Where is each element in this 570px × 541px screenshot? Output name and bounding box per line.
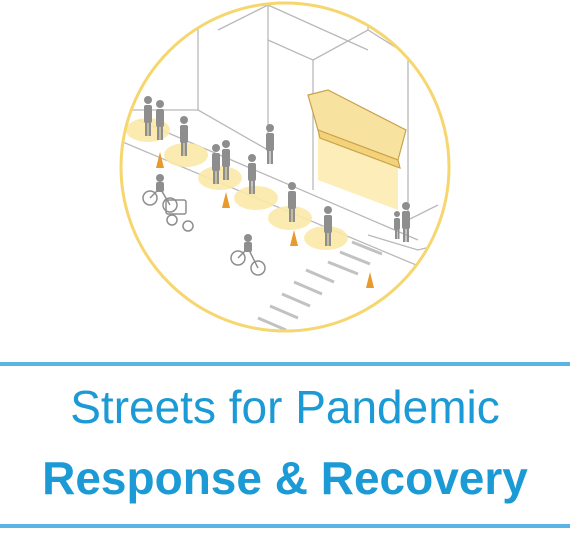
bottom-divider [0,524,570,528]
street-illustration [119,1,451,333]
storefront-awning-icon [307,89,407,169]
crosswalk-icon [257,240,383,331]
pedestrian-icon [144,96,410,246]
headline-line-1: Streets for Pandemic [70,381,500,433]
cargo-bike-icon [165,199,194,232]
top-divider [0,362,570,366]
headline-line-2: Response & Recovery [42,452,528,504]
traffic-cone-icon [156,152,374,288]
